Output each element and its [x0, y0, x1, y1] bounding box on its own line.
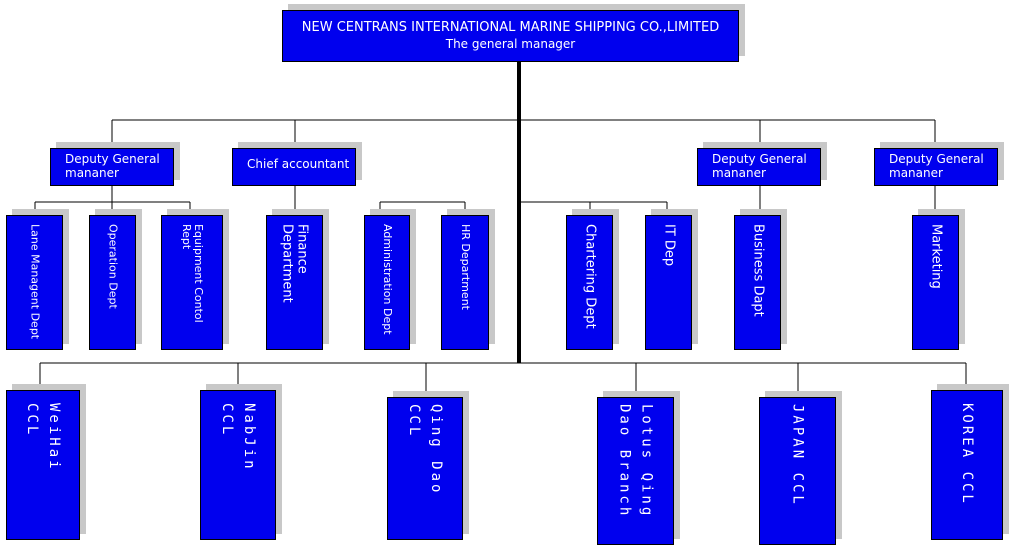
chief-accountant-label: Chief accountant [247, 157, 350, 171]
dept-equipment-label: Equipment Contol Rept [180, 224, 205, 323]
dept-lane-label: Lane Managent Dept [28, 224, 42, 340]
dept-hr-label: HR Department [459, 224, 472, 310]
deputy-general-manager-middle: Deputy General mananer [697, 148, 821, 186]
branch-weihai: WeiHai CCL [6, 390, 80, 540]
company-name: NEW CENTRANS INTERNATIONAL MARINE SHIPPI… [301, 20, 720, 35]
dept-hr: HR Department [441, 215, 489, 350]
dept-lane-management: Lane Managent Dept [6, 215, 63, 350]
branch-lotus-qingdao: Lotus Qing Dao Branch [597, 397, 674, 545]
general-manager-title: The general manager [445, 37, 576, 51]
deputy-mid-label: Deputy General mananer [712, 152, 807, 180]
dept-administration-label: Administration Dept [381, 224, 394, 335]
branch-qingdao-label: Qing Dao CCL [406, 404, 444, 496]
general-manager-box: NEW CENTRANS INTERNATIONAL MARINE SHIPPI… [282, 10, 739, 62]
branch-lotus-label: Lotus Qing Dao Branch [616, 404, 655, 519]
dept-finance: Finance Department [266, 215, 323, 350]
branch-qingdao: Qing Dao CCL [387, 397, 463, 540]
dept-business: Business Dapt [734, 215, 781, 350]
branch-nabjin: NabJin CCL [200, 390, 276, 540]
dept-administration: Administration Dept [364, 215, 410, 350]
chief-accountant-box: Chief accountant [232, 148, 356, 186]
dept-marketing-label: Marketing [928, 224, 944, 289]
branch-japan-label: JAPAN CCL [789, 404, 806, 507]
dept-business-label: Business Dapt [750, 224, 766, 317]
branch-korea-label: KOREA CCL [959, 403, 975, 506]
dept-it-label: IT Dep [661, 224, 677, 267]
branch-japan: JAPAN CCL [759, 397, 836, 545]
dept-operation-label: Operation Dept [106, 224, 120, 309]
deputy-general-manager-right: Deputy General mananer [874, 148, 998, 186]
branch-korea: KOREA CCL [931, 390, 1003, 540]
dept-chartering-label: Chartering Dept [582, 224, 598, 329]
deputy-general-manager-left: Deputy General mananer [50, 148, 174, 186]
branch-weihai-label: WeiHai CCL [24, 403, 62, 472]
dept-finance-label: Finance Department [279, 224, 310, 303]
deputy-left-label: Deputy General mananer [65, 152, 160, 180]
dept-equipment-control: Equipment Contol Rept [161, 215, 223, 350]
dept-marketing: Marketing [912, 215, 959, 350]
branch-nabjin-label: NabJin CCL [219, 403, 257, 472]
dept-chartering: Chartering Dept [566, 215, 613, 350]
deputy-right-label: Deputy General mananer [889, 152, 984, 180]
dept-it: IT Dep [645, 215, 692, 350]
dept-operation: Operation Dept [89, 215, 136, 350]
